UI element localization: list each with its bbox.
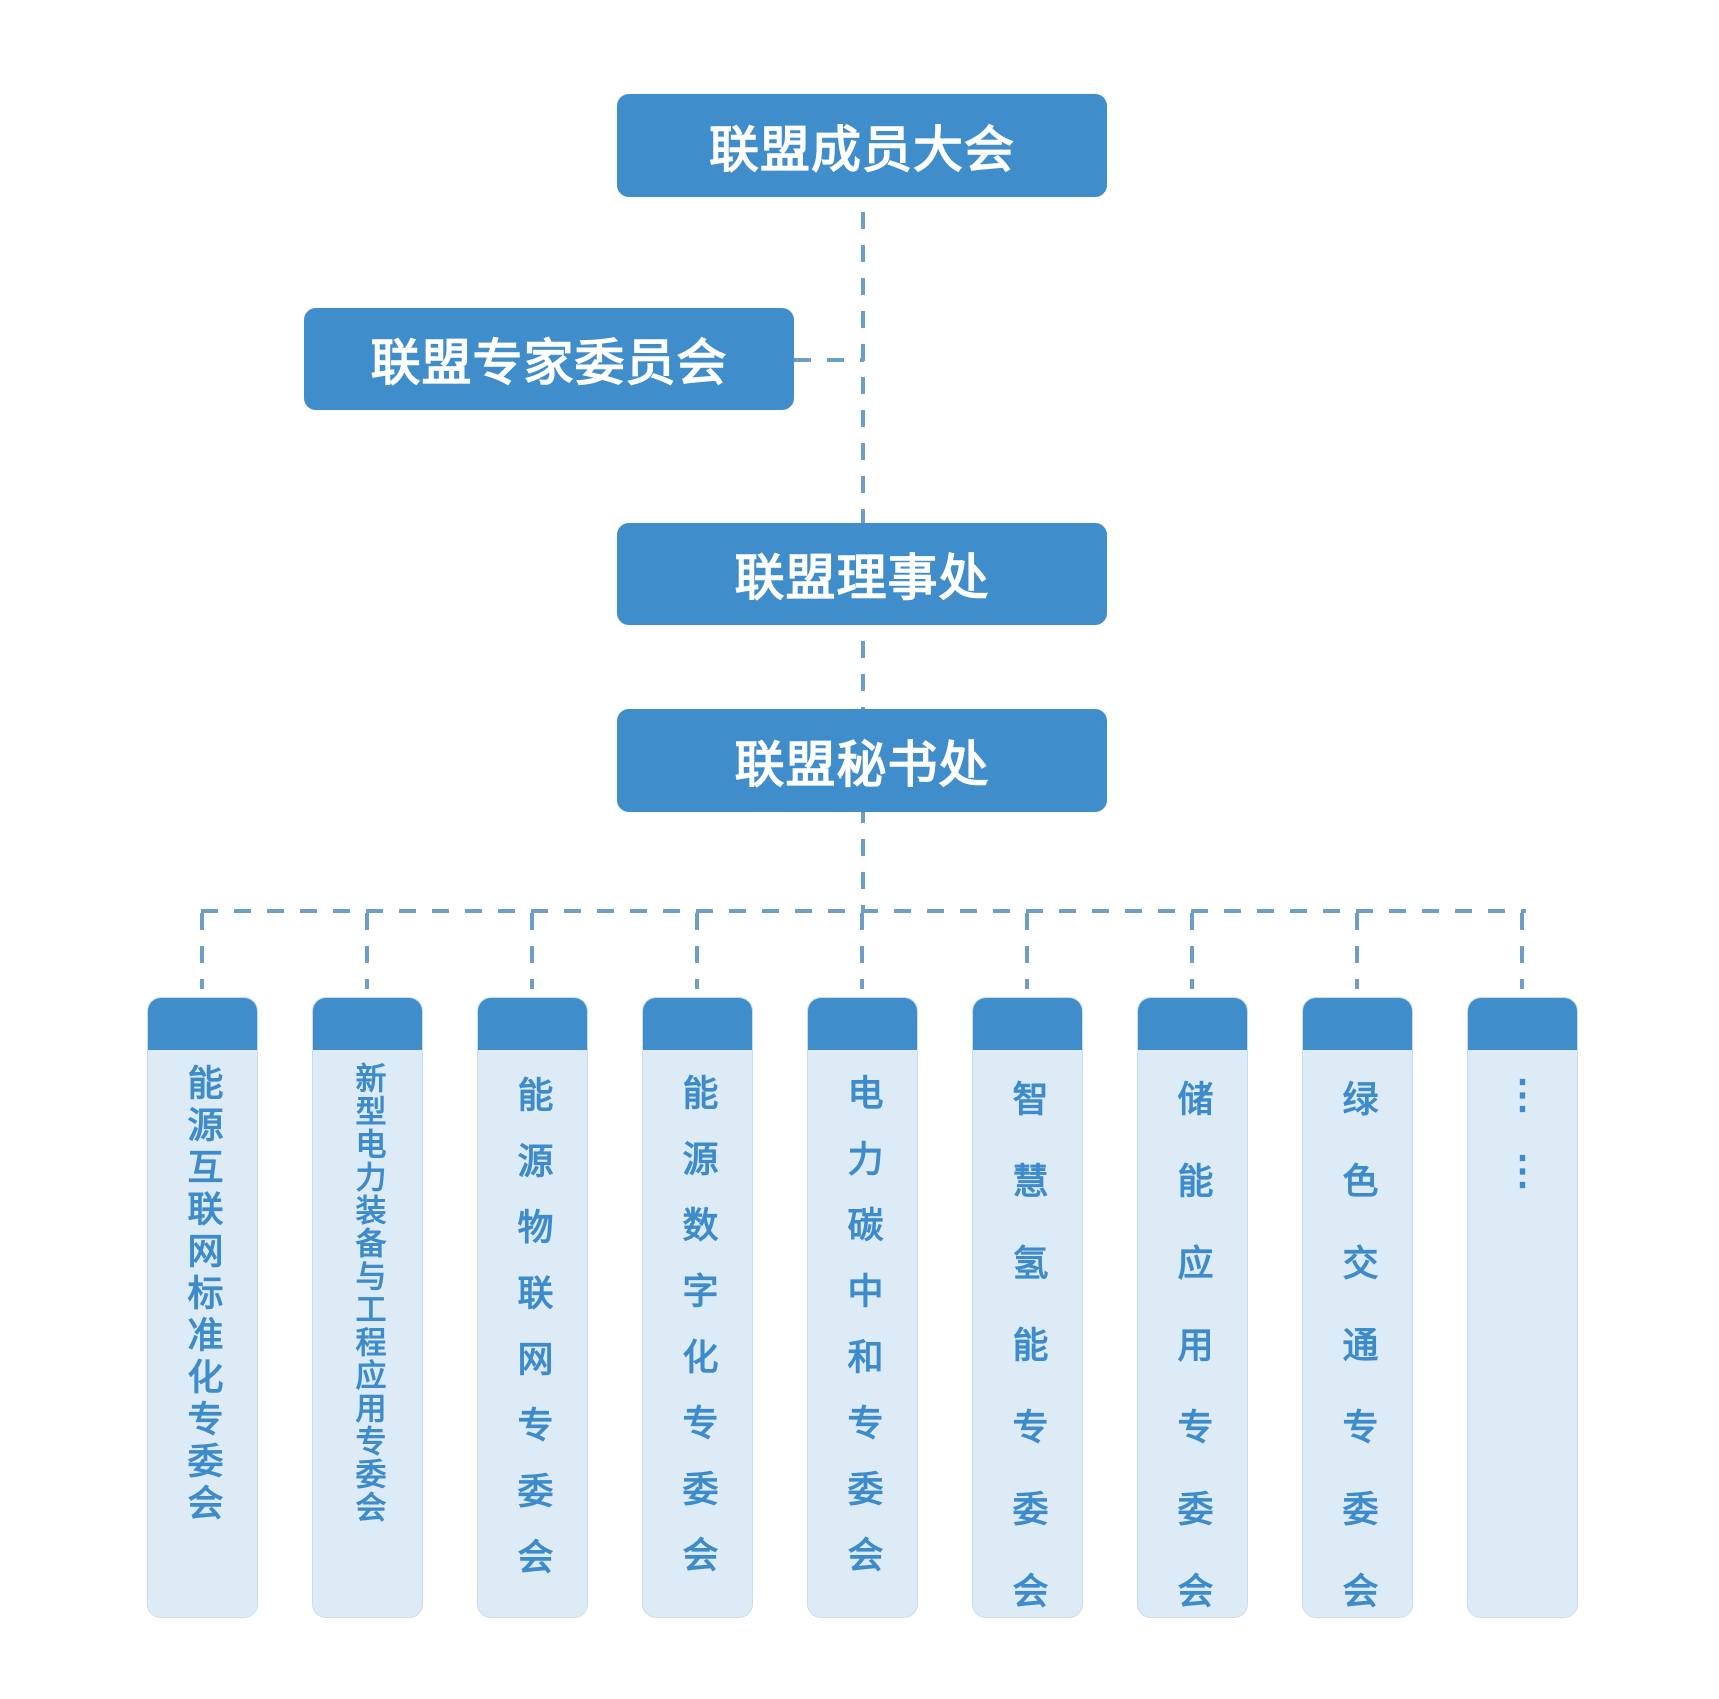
connector-committee-drop: [1355, 913, 1359, 989]
committee-smart-hydrogen[interactable]: 智慧氢能专委会: [972, 997, 1083, 1618]
node-council[interactable]: 联盟理事处: [617, 523, 1107, 625]
committee-header: [808, 998, 917, 1050]
committee-header: [478, 998, 587, 1050]
committee-label: 能源互联网标准化专委会: [181, 1064, 224, 1526]
committee-green-transport[interactable]: 绿色交通专委会: [1302, 997, 1413, 1618]
committee-energy-digitalization[interactable]: 能源数字化专委会: [642, 997, 753, 1618]
committee-label: 储能应用专委会: [1171, 1080, 1214, 1618]
committee-header: [148, 998, 257, 1050]
committee-more[interactable]: ⋮⋮: [1467, 997, 1578, 1618]
committee-energy-storage[interactable]: 储能应用专委会: [1137, 997, 1248, 1618]
committee-header: [1468, 998, 1577, 1050]
committee-energy-internet-standardization[interactable]: 能源互联网标准化专委会: [147, 997, 258, 1618]
node-label: 联盟理事处: [734, 548, 990, 607]
committee-label: 能源数字化专委会: [676, 1074, 719, 1602]
connector-committee-drop: [695, 913, 699, 989]
committee-header: [643, 998, 752, 1050]
connector-committee-drop: [1190, 913, 1194, 989]
committee-header: [1303, 998, 1412, 1050]
committee-energy-iot[interactable]: 能源物联网专委会: [477, 997, 588, 1618]
connector-expert-branch: [794, 358, 864, 362]
connector-committee-drop: [1520, 913, 1524, 989]
committee-label: 智慧氢能专委会: [1006, 1080, 1049, 1618]
committee-label: 绿色交通专委会: [1336, 1080, 1379, 1618]
committee-header: [1138, 998, 1247, 1050]
connector-committee-drop: [1025, 913, 1029, 989]
committee-label: 新型电力装备与工程应用专委会: [349, 1062, 386, 1524]
connector-committee-drop: [200, 913, 204, 989]
node-label: 联盟专家委员会: [370, 333, 728, 392]
node-label: 联盟成员大会: [709, 119, 1015, 179]
committee-label: 能源物联网专委会: [511, 1076, 554, 1604]
connector-committee-drop: [365, 913, 369, 989]
committee-power-carbon-neutrality[interactable]: 电力碳中和专委会: [807, 997, 918, 1618]
committee-label: 电力碳中和专委会: [841, 1074, 884, 1602]
connector-committee-bus: [201, 909, 1526, 913]
connector-committee-drop: [860, 913, 864, 989]
committee-header: [973, 998, 1082, 1050]
node-general-assembly[interactable]: 联盟成员大会: [617, 94, 1107, 197]
connector-committee-drop: [530, 913, 534, 989]
node-expert-committee[interactable]: 联盟专家委员会: [304, 308, 794, 410]
committee-new-power-equipment[interactable]: 新型电力装备与工程应用专委会: [312, 997, 423, 1618]
committee-header: [313, 998, 422, 1050]
node-label: 联盟秘书处: [734, 734, 990, 794]
node-secretariat[interactable]: 联盟秘书处: [617, 709, 1107, 812]
more-ellipsis-icon: ⋮⋮: [1499, 1072, 1547, 1224]
